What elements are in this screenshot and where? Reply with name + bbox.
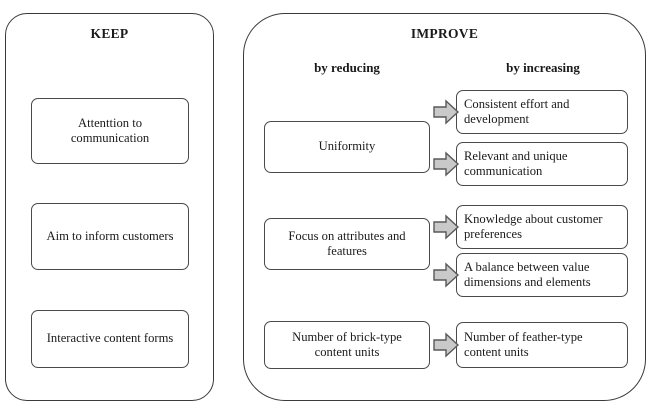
reducing-item-box: Uniformity — [264, 121, 430, 173]
keep-item-box: Aim to inform customers — [31, 203, 189, 270]
right-block-arrow-icon — [433, 151, 460, 177]
improve-panel-title: IMPROVE — [410, 26, 479, 41]
right-block-arrow-icon — [433, 214, 460, 240]
reducing-item-label: Uniformity — [318, 139, 376, 154]
right-block-arrow-icon — [433, 332, 460, 358]
keep-item-label: Aim to inform customers — [46, 228, 174, 243]
keep-item-label: Interactive content forms — [46, 331, 174, 346]
reducing-item-label: Focus on attributes and features — [288, 228, 406, 258]
right-block-arrow-icon — [433, 99, 460, 125]
increasing-item-label: A balance between value dimensions and e… — [464, 259, 591, 289]
reducing-item-box: Focus on attributes and features — [264, 218, 430, 270]
increasing-item-label: Relevant and unique communication — [464, 148, 568, 178]
increasing-item-box: Knowledge about customer preferences — [456, 205, 628, 249]
column-header-by-reducing: by reducing — [314, 60, 380, 75]
keep-item-label: Attenttion to communication — [70, 115, 150, 145]
reducing-item-label: Number of brick-type content units — [292, 329, 402, 359]
increasing-item-box: Relevant and unique communication — [456, 142, 628, 186]
increasing-item-label: Consistent effort and development — [464, 96, 570, 126]
keep-panel-title: KEEP — [90, 26, 129, 41]
right-block-arrow-icon — [433, 262, 460, 288]
increasing-item-box: Consistent effort and development — [456, 90, 628, 134]
reducing-item-box: Number of brick-type content units — [264, 321, 430, 369]
column-header-by-increasing: by increasing — [506, 60, 580, 75]
increasing-item-label: Knowledge about customer preferences — [464, 211, 603, 241]
increasing-item-label: Number of feather-type content units — [464, 329, 583, 359]
keep-item-box: Attenttion to communication — [31, 98, 189, 164]
keep-item-box: Interactive content forms — [31, 310, 189, 368]
increasing-item-box: A balance between value dimensions and e… — [456, 253, 628, 297]
increasing-item-box: Number of feather-type content units — [456, 322, 628, 368]
